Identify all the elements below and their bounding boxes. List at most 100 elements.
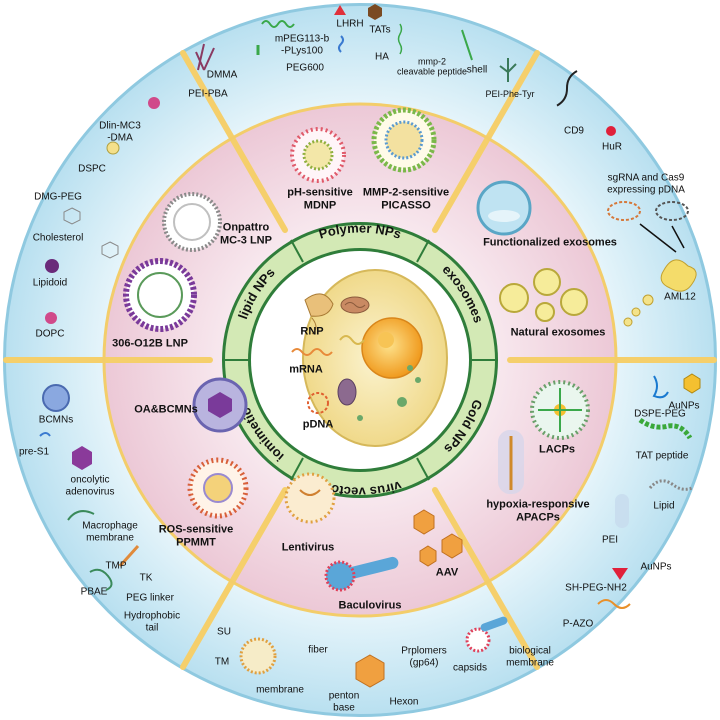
- pH-sensitive-MDNP-illustration: [290, 127, 346, 183]
- AAV-structure-icon: [355, 654, 385, 688]
- label-TATs: TATs: [369, 24, 391, 36]
- sector-dividers: [3, 50, 717, 670]
- functionalized-exosome-illustration: [476, 180, 532, 236]
- label-functionalized-exosomes: Functionalized exosomes: [483, 236, 617, 249]
- label-shell: shell: [466, 64, 488, 76]
- label-PBAE: PBAE: [80, 586, 108, 598]
- label-DSPE-PEG: DSPE-PEG: [634, 408, 686, 420]
- label-natural-exosomes: Natural exosomes: [510, 326, 606, 339]
- label-AAV: AAV: [435, 566, 459, 579]
- label-HA: HA: [375, 51, 389, 63]
- AML12-cell-icon: [660, 259, 697, 292]
- shell-icon: [461, 29, 473, 61]
- LHRH-icon: [334, 5, 346, 15]
- BCMNs-icon: [42, 384, 70, 412]
- label-pDNA: pDNA: [302, 418, 334, 431]
- label-TK: TK: [139, 572, 153, 584]
- arrow-icon: [639, 223, 685, 253]
- label-baculovirus: Baculovirus: [338, 599, 402, 612]
- label-LACPs: LACPs: [538, 443, 576, 456]
- label-DOPC: DOPC: [35, 328, 65, 340]
- pre-S1-icon: [39, 432, 51, 437]
- label-fiber: fiber: [308, 644, 328, 656]
- label-RNP: RNP: [300, 325, 324, 338]
- AAV-illustration: [413, 509, 463, 567]
- lentivirus-structure-icon: [239, 637, 277, 675]
- lipidoid-icon: [45, 259, 59, 273]
- AuNPs-icon: [683, 373, 701, 394]
- label-lentivirus: Lentivirus: [281, 541, 335, 554]
- label-HuR: HuR: [601, 141, 623, 153]
- APACPs-illustration: [498, 430, 524, 494]
- CD9-icon: [556, 70, 578, 107]
- PEI-icon: [615, 494, 629, 528]
- label-mRNA: mRNA: [289, 363, 323, 376]
- DMG-PEG-icon: [63, 207, 81, 225]
- label-OA-BCMNs: OA&BCMNs: [134, 403, 198, 416]
- HuR-icon: [606, 126, 616, 136]
- label-DSPC: DSPC: [78, 163, 106, 175]
- P-AZO-icon: [597, 599, 631, 609]
- ROS-PPMMT-illustration: [187, 457, 249, 519]
- lipid-icon: [648, 479, 693, 491]
- sgRNA-plasmid-icon: [607, 201, 641, 221]
- label-lipidoid: Lipidoid: [32, 277, 68, 289]
- label-BCMNs: BCMNs: [38, 414, 74, 426]
- label-pre-S1: pre-S1: [18, 446, 50, 458]
- label-mPEG: mPEG113-b-PLys100: [274, 33, 330, 57]
- label-PEI-Phe-Tyr: PEI-Phe-Tyr: [485, 88, 535, 99]
- DSPC-icon: [106, 141, 120, 155]
- MMP-2-PICASSO-illustration: [371, 107, 437, 173]
- label-DMMA: DMMA: [206, 69, 238, 81]
- label-Dlin-MC3: Dlin-MC3-DMA: [99, 120, 141, 144]
- DSPE-PEG-icon: [652, 375, 669, 399]
- label-SH-PEG-NH2: SH-PEG-NH2: [565, 582, 627, 594]
- label-AuNPs-2: AuNPs: [640, 561, 672, 573]
- label-prplomers: Prplomers(gp64): [401, 645, 447, 669]
- PBAE-icon: [89, 568, 113, 591]
- label-DMG-PEG: DMG-PEG: [34, 191, 82, 203]
- PEI-Phe-Tyr-icon: [499, 58, 517, 82]
- OA-BCMNs-illustration: [192, 377, 248, 433]
- TATs-icon: [368, 4, 382, 20]
- label-hexon: Hexon: [389, 696, 419, 708]
- natural-exosomes-illustration: [499, 268, 588, 322]
- label-capsids: capsids: [453, 662, 487, 674]
- label-PEI: PEI: [601, 534, 619, 546]
- DMMA-icon: [195, 43, 215, 71]
- label-AuNPs-1: AuNPs: [668, 400, 700, 412]
- lentivirus-illustration: [284, 472, 336, 524]
- label-cholesterol: Cholesterol: [32, 232, 84, 244]
- baculovirus-structure-icon: [465, 627, 491, 653]
- oncolytic-adenovirus-icon: [72, 446, 92, 470]
- label-LHRH: LHRH: [336, 18, 364, 30]
- label-TMP: TMP: [105, 560, 127, 572]
- ring-label-polymer: Polymer NPs: [317, 220, 403, 241]
- LACPs-illustration: [530, 380, 590, 440]
- label-membrane: membrane: [256, 684, 304, 696]
- Cas9-plasmid-icon: [655, 201, 689, 221]
- Dlin-MC3-icon: [148, 97, 160, 109]
- label-lipid: Lipid: [653, 500, 675, 512]
- label-PEG-linker: PEG linker: [126, 592, 174, 604]
- mPEG-icon: [261, 20, 295, 28]
- mmp-peptide-icon: [397, 23, 403, 55]
- cell-illustration: [291, 269, 448, 447]
- label-CD9: CD9: [563, 125, 585, 137]
- label-P-AZO: P-AZO: [562, 618, 594, 630]
- baculovirus-illustration: [324, 556, 399, 592]
- 306-O12B-LNP-illustration: [123, 258, 197, 332]
